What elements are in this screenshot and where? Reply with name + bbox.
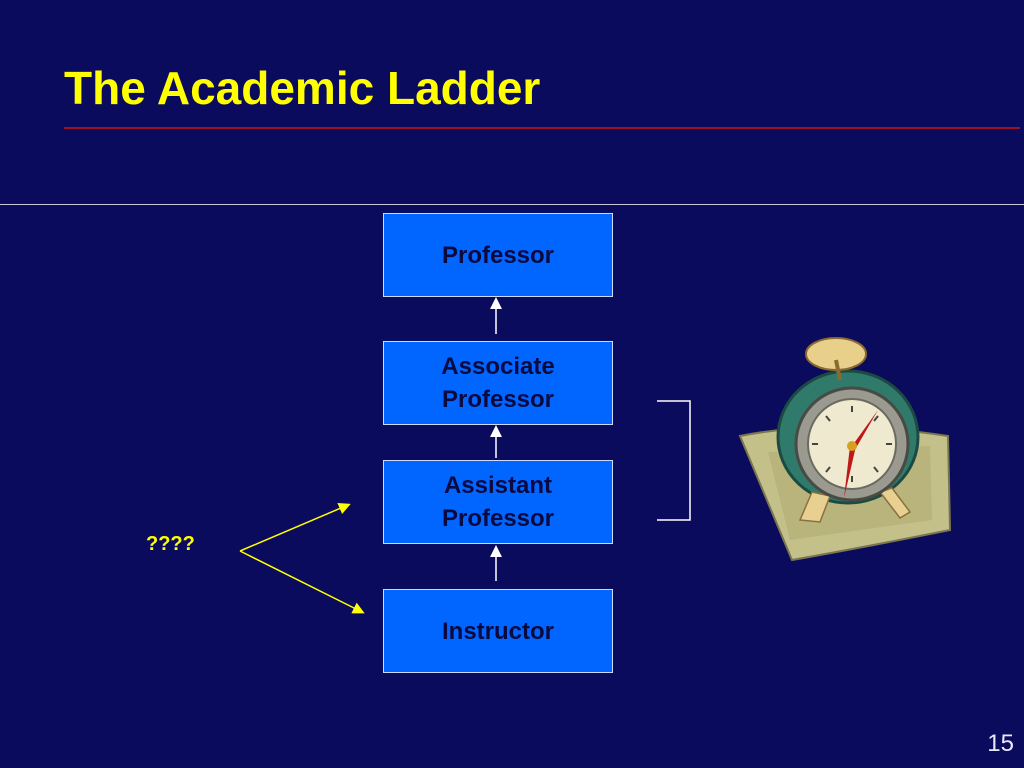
divider-line (0, 204, 1024, 205)
instructor-box: Instructor (383, 589, 613, 673)
slide-title: The Academic Ladder (64, 62, 541, 114)
question-label: ???? (146, 533, 195, 555)
instructor-label: Instructor (441, 617, 554, 645)
assistant-professor-box: Assistant Professor (383, 460, 613, 544)
alarm-clock-icon (738, 337, 952, 562)
arrow-question-to-assistant (239, 503, 351, 552)
page-number: 15 (987, 730, 1014, 757)
assistant-label-line1: Assistant (443, 472, 553, 499)
associate-professor-box: Associate Professor (383, 341, 613, 425)
associate-label-line1: Associate (441, 353, 555, 380)
title-underline (64, 127, 1020, 129)
assistant-label-line2: Professor (441, 505, 555, 532)
bracket-line (657, 400, 691, 521)
associate-label-line2: Professor (441, 386, 555, 413)
professor-label: Professor (441, 241, 555, 269)
arrow-question-to-instructor (239, 550, 365, 614)
professor-box: Professor (383, 213, 613, 297)
